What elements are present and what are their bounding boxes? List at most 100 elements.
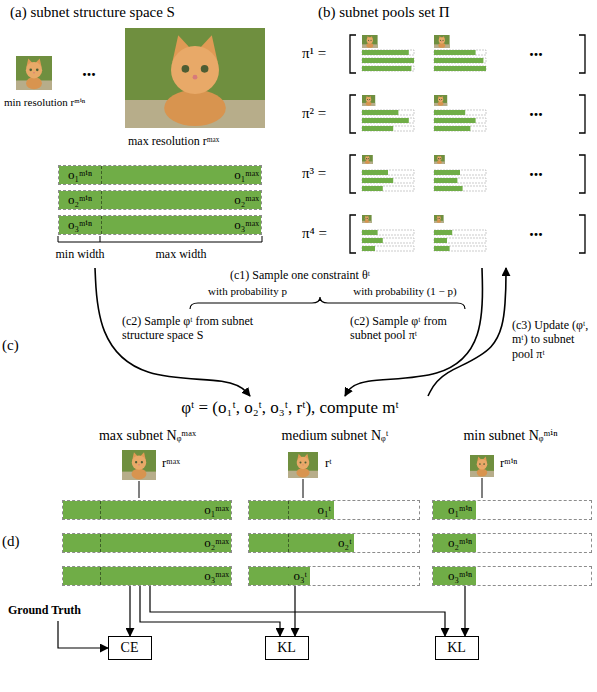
kitten-eye	[367, 99, 368, 100]
min-width-divider	[100, 567, 101, 585]
connector	[464, 586, 465, 636]
subnet-pool: π³ =...	[300, 154, 590, 194]
kitten-photo	[362, 155, 373, 164]
width-bar: o₁ᵐⁱⁿ	[432, 500, 592, 520]
mini-bar-fill	[434, 178, 457, 183]
min-width-divider	[101, 216, 102, 234]
node-text: rᵗ	[325, 455, 369, 471]
input-line	[482, 478, 483, 498]
kitten-photo	[434, 155, 445, 164]
mini-bar-outline	[362, 58, 414, 63]
node-text: max subnet Nᵩᵐᵃˣ	[55, 428, 240, 445]
width-bar: o₁ᵐⁱⁿ o₁ᵐᵃˣ	[58, 165, 262, 185]
mini-bar-fill	[362, 110, 398, 115]
kitten-nose	[439, 159, 440, 160]
min-width-divider	[101, 191, 102, 209]
node-text: ...	[510, 220, 562, 242]
kitten-photo	[16, 56, 52, 90]
mini-bar-outline	[434, 126, 486, 131]
pool-bracket	[350, 35, 356, 73]
kitten-eye	[437, 218, 438, 219]
kitten-body	[365, 161, 370, 164]
mini-bar-fill	[362, 66, 411, 71]
photo-grass	[362, 155, 373, 164]
connector	[150, 586, 445, 636]
min-width-divider	[101, 166, 102, 184]
kitten-nose	[438, 218, 439, 219]
kitten-body	[164, 90, 226, 126]
annotation-label: (c)	[2, 336, 34, 354]
photo-ground	[434, 221, 444, 223]
mini-bar-outline	[362, 50, 414, 55]
photo-grass	[362, 95, 375, 106]
subnet-pool: π⁴ =...	[300, 214, 590, 254]
photo-grass	[362, 35, 378, 48]
bar-label: o₁ᵐᵃˣ	[189, 167, 259, 183]
kitten-body	[366, 43, 373, 48]
mini-bar-fill	[434, 58, 483, 63]
kitten-eye	[367, 218, 368, 219]
loss-label: KL	[436, 640, 477, 657]
photo-grass	[434, 35, 450, 48]
bar-label: o₃ᵐᵃˣ	[191, 568, 229, 584]
kitten-body	[438, 102, 444, 106]
min-width-divider	[288, 501, 289, 519]
step-label: (c2) Sample φᵗ from subnet pool πᵗ	[350, 314, 464, 343]
node-text: rᵐᵃˣ	[162, 455, 206, 471]
photo-grass	[16, 56, 52, 90]
kitten-photo	[434, 215, 444, 223]
ground-truth: Ground Truth	[8, 603, 108, 621]
kitten-body	[132, 469, 147, 480]
kitten-head	[365, 157, 369, 161]
kitten-eye	[29, 69, 32, 72]
mini-bar-fill	[434, 126, 470, 131]
step-label: (c3) Update (φᵗ, mᵗ) to subnet pool πᵗ	[512, 318, 594, 361]
photo-grass	[122, 450, 156, 480]
width-bar: o₂ᵐⁱⁿ	[432, 533, 592, 553]
width-bar: o₂ᵐⁱⁿo₂ᵐᵃˣ	[58, 190, 262, 210]
kitten-eye	[479, 463, 481, 465]
node-text: min subnet Nᵩᵐⁱⁿ	[428, 428, 593, 445]
mini-bar-outline	[362, 230, 414, 235]
mini-bar-fill	[434, 170, 460, 175]
kitten-nose	[366, 218, 367, 219]
photo-grass	[434, 215, 444, 223]
kitten-eye	[438, 158, 439, 159]
node-text: (b) subnet pools set Π	[318, 3, 578, 21]
kitten-body	[366, 102, 372, 106]
kitten-eye	[365, 218, 366, 219]
node-text: Ground Truth	[8, 603, 108, 617]
kitten-photo	[470, 455, 494, 477]
kitten-photo	[125, 28, 265, 128]
subnet-column: min subnet Nᵩᵐⁱⁿrᵐⁱⁿo₁ᵐⁱⁿo₂ᵐⁱⁿo₃ᵐⁱⁿ	[428, 428, 593, 590]
loss-box: CE	[108, 636, 152, 660]
pool-bracket	[579, 35, 585, 73]
bar-label: o₁ᵗ	[293, 502, 331, 518]
connector	[294, 586, 295, 636]
node-text: rᵐⁱⁿ	[500, 455, 544, 471]
node-text: medium subnet Nᵩᵗ	[245, 428, 425, 445]
kitten-eye	[300, 462, 302, 464]
bar-label: o₁ᵐⁱⁿ	[61, 167, 99, 183]
node-text: π² =	[302, 104, 348, 122]
kitten-head	[367, 37, 373, 43]
photo-ground	[434, 161, 445, 164]
input-line	[139, 481, 140, 498]
mini-bar-outline	[362, 246, 414, 251]
bar-label: o₃ᵐᵃˣ	[189, 217, 259, 233]
kitten-body	[438, 43, 445, 48]
photo-grass	[362, 215, 372, 223]
mini-bar-fill	[362, 118, 409, 123]
width-bar: o₂ᵐᵃˣ	[62, 533, 232, 553]
mini-bar-outline	[362, 178, 414, 183]
mini-bar-outline	[362, 118, 414, 123]
mini-bar-fill	[362, 186, 383, 191]
kitten-eye	[440, 158, 441, 159]
kitten-body	[296, 468, 309, 477]
kitten-eye	[370, 40, 371, 41]
kitten-nose	[138, 464, 139, 465]
connector	[140, 586, 280, 636]
node-text: ...	[510, 40, 562, 62]
mini-bar-outline	[434, 246, 486, 251]
